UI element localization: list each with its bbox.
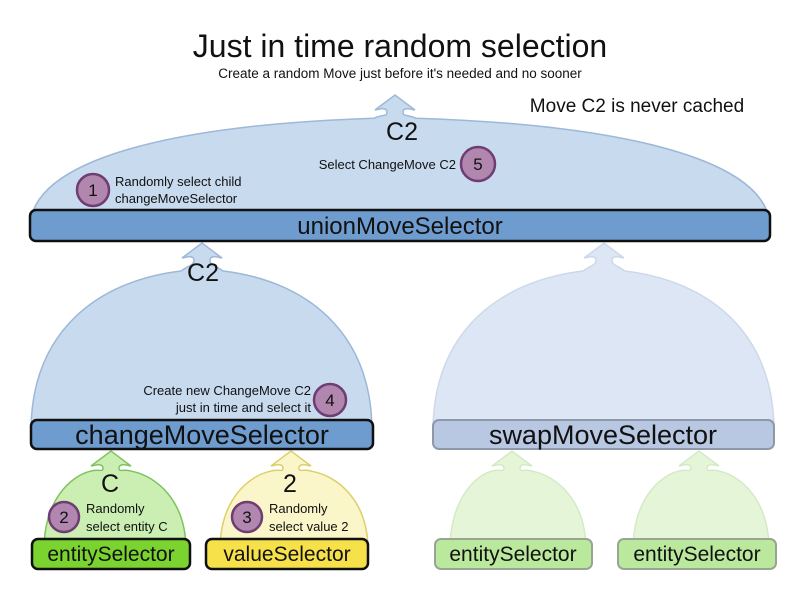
value-output-label: 2 bbox=[283, 470, 297, 498]
entity-selector-faded-box-2 bbox=[617, 538, 777, 570]
entity-dome-arrow bbox=[43, 450, 187, 551]
step-4-badge bbox=[312, 382, 348, 418]
step-5-badge bbox=[459, 145, 497, 183]
step-2-text-line-1: Randomly bbox=[86, 501, 145, 516]
step-3-text-line-1: Randomly bbox=[269, 501, 328, 516]
value-selector-label: valueSelector bbox=[223, 543, 350, 566]
step-4-number: 4 bbox=[325, 391, 334, 410]
swap-dome-arrow bbox=[432, 242, 775, 433]
step-1-text-line-1: Randomly select child bbox=[115, 174, 241, 189]
change-move-selector-box bbox=[29, 418, 375, 451]
change-dome-arrow bbox=[30, 242, 373, 433]
swap-move-selector-box bbox=[432, 419, 775, 450]
union-move-selector-box bbox=[28, 208, 772, 243]
change-move-selector-label: changeMoveSelector bbox=[75, 420, 329, 450]
step-2-number: 2 bbox=[59, 508, 68, 527]
step-2-badge bbox=[47, 500, 81, 534]
step-3-text-line-2: select value 2 bbox=[269, 519, 349, 534]
step-5-number: 5 bbox=[473, 155, 482, 174]
step-2-text-line-2: select entity C bbox=[86, 519, 168, 534]
union-output-label: C2 bbox=[386, 118, 418, 146]
step-4-text-line-1: Create new ChangeMove C2 bbox=[143, 383, 311, 398]
step-4-text-line-2: just in time and select it bbox=[175, 400, 312, 415]
step-1-badge bbox=[75, 172, 111, 208]
entity-selector-label: entitySelector bbox=[47, 543, 174, 566]
entity-faded-dome-arrow-2 bbox=[632, 450, 770, 551]
warning-note: Move C2 is never cached bbox=[530, 96, 744, 117]
step-3-number: 3 bbox=[242, 508, 251, 527]
change-output-label: C2 bbox=[187, 259, 219, 287]
page-subtitle: Create a random Move just before it's ne… bbox=[218, 66, 582, 81]
swap-move-selector-label: swapMoveSelector bbox=[489, 420, 717, 450]
step-1-text-line-2: changeMoveSelector bbox=[115, 191, 238, 206]
step-5-text-line-1: Select ChangeMove C2 bbox=[319, 157, 456, 172]
step-3-badge bbox=[230, 500, 264, 534]
entity-selector-faded-label-2: entitySelector bbox=[633, 543, 760, 566]
entity-selector-faded-label-1: entitySelector bbox=[449, 543, 576, 566]
page-title: Just in time random selection bbox=[193, 28, 607, 64]
entity-selector-box bbox=[30, 537, 192, 571]
union-move-selector-label: unionMoveSelector bbox=[297, 213, 502, 240]
entity-selector-faded-box-1 bbox=[434, 538, 593, 570]
entity-faded-dome-arrow-1 bbox=[449, 450, 587, 551]
value-selector-box bbox=[204, 537, 370, 571]
step-1-number: 1 bbox=[88, 181, 97, 200]
entity-output-label: C bbox=[101, 470, 119, 498]
union-dome-arrow bbox=[29, 94, 771, 229]
